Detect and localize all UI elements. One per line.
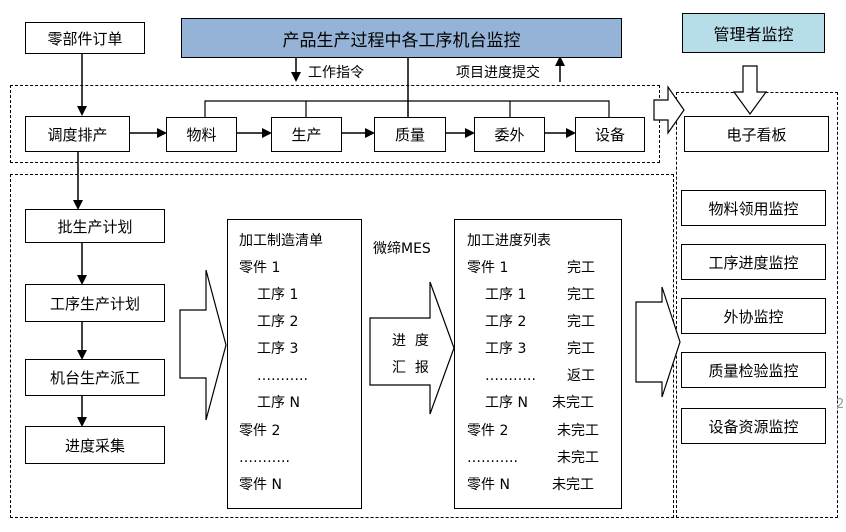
dashboard-box: 电子看板: [684, 116, 829, 152]
mes-label: 微缔MES: [373, 241, 431, 257]
monitor-material-box: 物料领用监控: [681, 190, 826, 226]
progress-submit-label: 项目进度提交: [456, 65, 540, 81]
mfg-line-ellipsis2: ………..: [239, 450, 290, 466]
manager-title: 管理者监控: [713, 25, 794, 44]
outsource-label: 委外: [494, 126, 525, 144]
material-label: 物料: [186, 126, 217, 144]
production-box: 生产: [271, 117, 342, 152]
progress-row-name: 零件 2: [467, 423, 509, 439]
progress-list-box: 加工进度列表 零件 1 完工 工序 1 完工 工序 2 完工 工序 3 完工 ……: [454, 219, 622, 509]
quality-box: 质量: [374, 117, 446, 152]
progress-row-status: 完工: [567, 341, 595, 357]
progress-row-status: 未完工: [557, 423, 599, 439]
mfg-list-box: 加工制造清单 零件 1 工序 1 工序 2 工序 3 ……….. 工序 N 零件…: [227, 219, 362, 509]
mes-arrow-line1: 进 度: [392, 333, 429, 349]
progress-row-name: ………..: [467, 450, 518, 466]
monitor-outsource-box: 外协监控: [681, 298, 826, 334]
arrow-top-to-dashboard: [653, 85, 685, 135]
mes-arrow-line2: 汇 报: [392, 360, 429, 376]
progress-row-name: ………..: [485, 368, 536, 384]
monitor-quality-box: 质量检验监控: [681, 352, 826, 388]
progress-row-status: 完工: [567, 314, 595, 330]
progress-row-name: 工序 1: [485, 287, 527, 303]
machine-dispatch-box: 机台生产派工: [25, 359, 165, 396]
process-plan-label: 工序生产计划: [49, 294, 140, 313]
process-plan-box: 工序生产计划: [25, 284, 165, 322]
progress-row-status: 未完工: [552, 477, 594, 493]
progress-row-status: 未完工: [557, 450, 599, 466]
arrow-mes-report: [369, 281, 455, 415]
batch-plan-label: 批生产计划: [57, 217, 133, 236]
mfg-line-part1: 零件 1: [239, 260, 281, 276]
mfg-line-ellipsis1: ………..: [257, 368, 308, 384]
orders-box: 零部件订单: [25, 22, 145, 54]
mfg-line-stepN: 工序 N: [257, 395, 300, 411]
quality-label: 质量: [394, 126, 425, 144]
top-bus-line: [204, 100, 610, 117]
production-label: 生产: [291, 126, 322, 144]
mfg-list-title: 加工制造清单: [239, 233, 323, 249]
progress-row-name: 零件 N: [467, 477, 510, 493]
mfg-line-step3: 工序 3: [257, 341, 299, 357]
top-dashed-region: [10, 85, 660, 163]
progress-row-status: 返工: [567, 368, 595, 384]
work-order-label: 工作指令: [308, 65, 364, 81]
monitor-process-label: 工序进度监控: [708, 253, 799, 272]
progress-row-status: 完工: [567, 260, 595, 276]
progress-row-name: 工序 N: [485, 395, 528, 411]
edge-mark: 2: [836, 397, 845, 412]
progress-list-title: 加工进度列表: [467, 233, 551, 249]
outsource-box: 委外: [474, 117, 545, 152]
monitor-material-label: 物料领用监控: [708, 199, 799, 218]
equipment-label: 设备: [594, 126, 625, 144]
arrow-manager-to-dashboard: [732, 65, 768, 116]
schedule-box: 调度排产: [25, 116, 130, 152]
batch-plan-box: 批生产计划: [25, 209, 165, 243]
schedule-label: 调度排产: [47, 125, 108, 144]
progress-collect-box: 进度采集: [25, 426, 165, 464]
progress-row-name: 工序 2: [485, 314, 527, 330]
progress-row-name: 零件 1: [467, 260, 509, 276]
monitor-quality-label: 质量检验监控: [708, 361, 799, 380]
arrow-progress-to-monitors: [635, 286, 681, 398]
monitor-equipment-box: 设备资源监控: [681, 408, 826, 444]
progress-row-status: 未完工: [552, 395, 594, 411]
monitor-equipment-label: 设备资源监控: [708, 417, 799, 436]
mfg-line-part2: 零件 2: [239, 423, 281, 439]
equipment-box: 设备: [575, 117, 645, 152]
progress-row-name: 工序 3: [485, 341, 527, 357]
mfg-line-step2: 工序 2: [257, 314, 299, 330]
header-title-box: 产品生产过程中各工序机台监控: [181, 18, 622, 58]
dashboard-label: 电子看板: [726, 125, 787, 144]
mfg-line-step1: 工序 1: [257, 287, 299, 303]
arrow-chain-to-mfg: [179, 269, 227, 421]
manager-box: 管理者监控: [682, 13, 825, 53]
header-title: 产品生产过程中各工序机台监控: [282, 30, 521, 51]
progress-row-status: 完工: [567, 287, 595, 303]
monitor-outsource-label: 外协监控: [723, 307, 784, 326]
orders-label: 零部件订单: [47, 29, 123, 48]
mfg-line-partN: 零件 N: [239, 477, 282, 493]
progress-collect-label: 进度采集: [64, 436, 125, 455]
material-box: 物料: [166, 117, 237, 152]
machine-dispatch-label: 机台生产派工: [49, 369, 140, 387]
monitor-process-box: 工序进度监控: [681, 244, 826, 280]
